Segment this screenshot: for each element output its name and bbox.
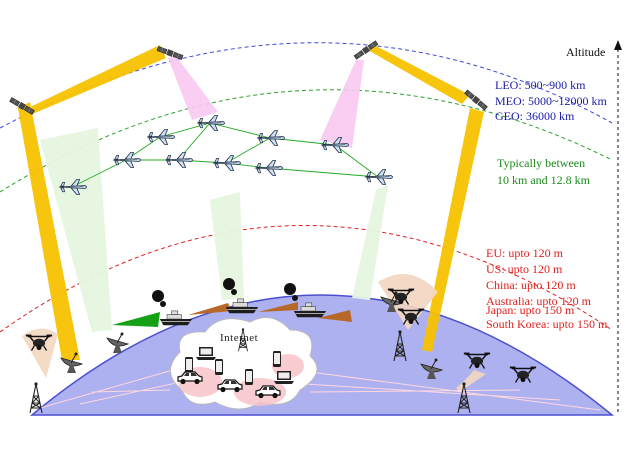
drone-limit-eu: EU: upto 120 m xyxy=(486,246,563,260)
ground-station-icon xyxy=(420,358,443,380)
airplane-icon xyxy=(364,169,394,185)
satellite-orbit xyxy=(0,42,613,129)
drone-limit-south-korea: South Korea: upto 150 m xyxy=(486,317,608,331)
car-icon xyxy=(255,385,281,399)
car-icon xyxy=(177,371,203,385)
cell-tower-icon xyxy=(457,382,471,414)
car-icon xyxy=(217,379,243,393)
ship-icon xyxy=(293,302,327,318)
ship-beam-brown-1 xyxy=(188,303,232,315)
altitude-label: Altitude xyxy=(566,45,606,59)
drone-icon xyxy=(463,351,491,370)
ship-icon xyxy=(159,310,193,326)
laptop-icon xyxy=(274,371,294,384)
ship-beam-brown-3 xyxy=(318,310,352,322)
airplane-icon xyxy=(254,160,284,176)
airplane-icon xyxy=(196,115,226,131)
ship-icon xyxy=(225,298,259,314)
phone-icon xyxy=(215,359,223,375)
cell-tower-icon xyxy=(29,382,43,414)
satellite-icon xyxy=(156,45,184,61)
ground-station-icon xyxy=(106,332,129,354)
phone-icon xyxy=(273,351,281,367)
satellite-icon xyxy=(8,96,36,116)
satellite-to-aircraft-beams xyxy=(168,56,364,148)
ground-link-lines xyxy=(39,367,601,411)
drone-limit-china: China: upto 120 m xyxy=(486,278,576,292)
ground-station-icon xyxy=(60,352,83,374)
phone-icon xyxy=(245,369,253,385)
aircraft-band-arc xyxy=(0,89,613,193)
satellite-icon xyxy=(463,89,489,111)
aircraft-band-line1: Typically between xyxy=(497,156,586,170)
ship-beam-green xyxy=(112,312,160,327)
aircraft-band-line2: 10 km and 12.8 km xyxy=(497,173,590,187)
drone-limit-australia: Australia: upto 120 m xyxy=(486,294,591,308)
phone-icon xyxy=(185,357,193,373)
drone-icon xyxy=(509,365,537,384)
airplane-icon xyxy=(146,129,176,145)
ship-smoke xyxy=(152,278,298,307)
laptop-icon xyxy=(196,347,216,360)
ship-beam-brown-2 xyxy=(258,302,298,312)
drone-icon xyxy=(25,333,53,352)
airplane-icon xyxy=(112,152,142,168)
aircraft-to-ground-beams xyxy=(40,128,388,332)
internet-label: Internet xyxy=(220,332,259,344)
drone-limit-japan: Japan: upto 150 m xyxy=(486,303,575,317)
satellite-icon xyxy=(353,39,379,61)
altitude-arrow-head xyxy=(614,40,622,50)
leo-label: LEO: 500~900 km xyxy=(495,78,586,92)
geo-label: GEO: 36000 km xyxy=(495,109,575,123)
airplane-icon xyxy=(164,152,194,168)
airplane-icon xyxy=(320,137,350,153)
cell-tower-icon xyxy=(393,330,407,362)
drone-limit-us: US: upto 120 m xyxy=(486,262,563,276)
meo-label: MEO: 5000~12000 km xyxy=(495,94,607,108)
aircraft-links xyxy=(71,122,379,188)
drone-icon xyxy=(397,307,425,326)
satellite-beams xyxy=(18,44,484,360)
airplane-icon xyxy=(212,155,242,171)
